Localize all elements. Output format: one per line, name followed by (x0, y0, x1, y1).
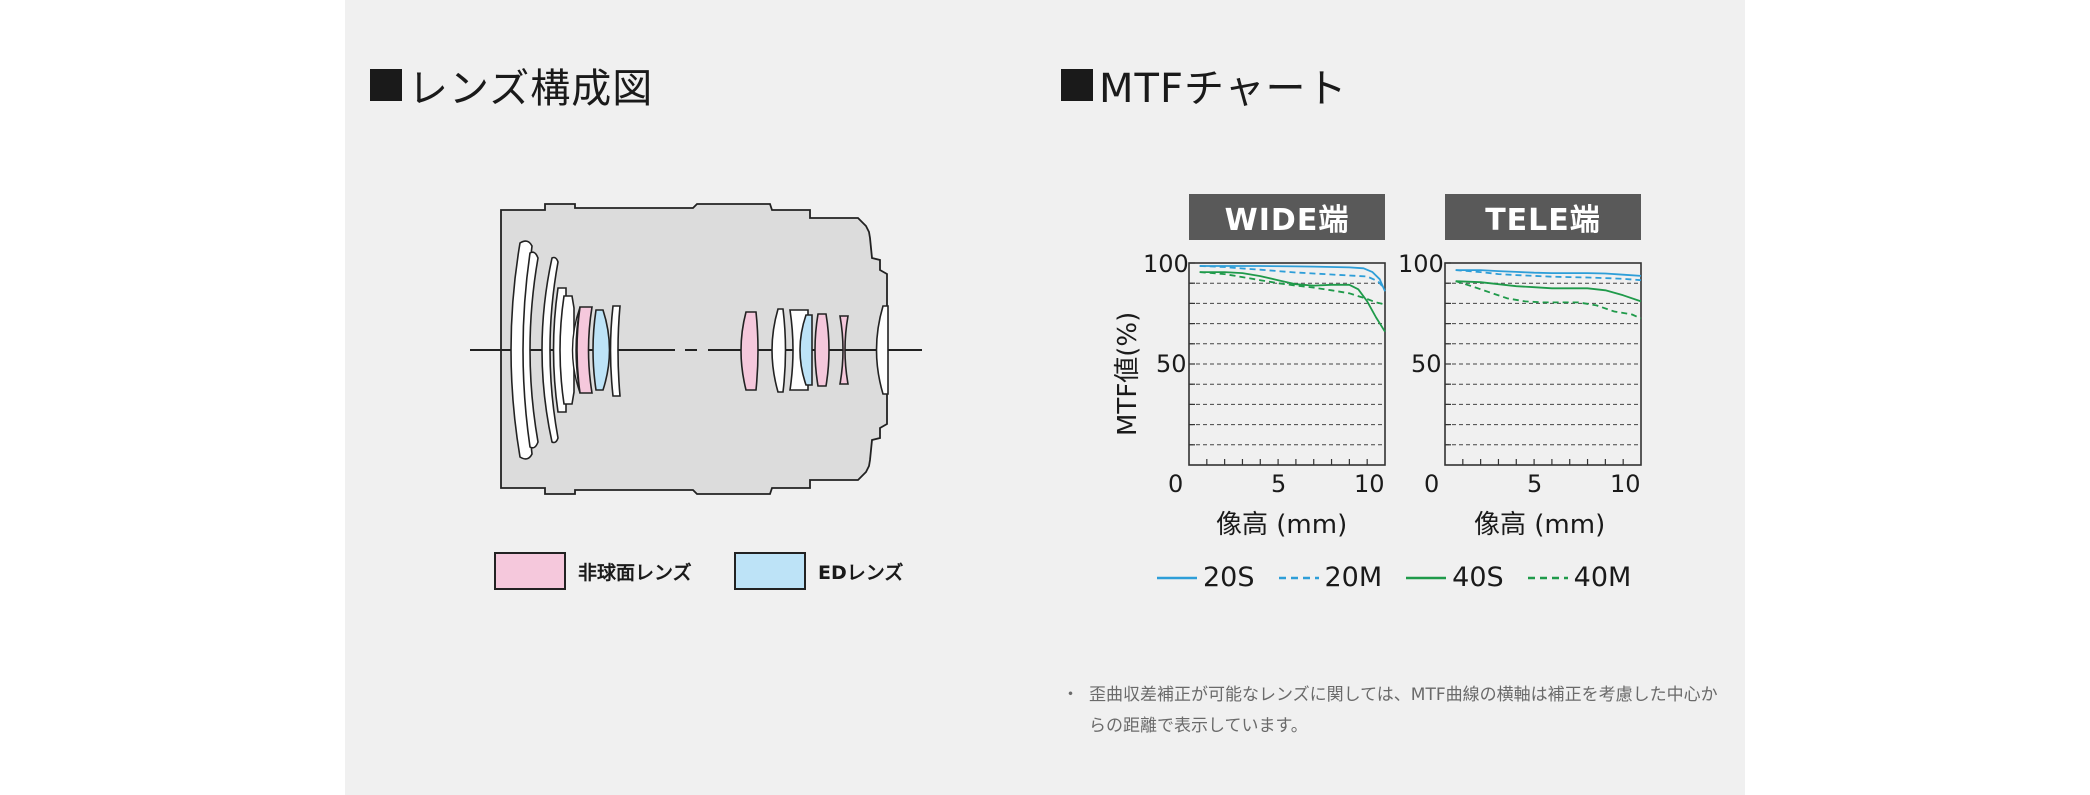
wide-ytick-100: 100 (1143, 250, 1189, 278)
aspherical-lens-element (839, 315, 849, 385)
tele-ytick-100: 100 (1398, 250, 1444, 278)
ed-lens-element (799, 314, 813, 386)
tele-chart-title: TELE端 (1445, 194, 1641, 240)
ed-legend: EDレンズ (734, 552, 903, 590)
mtf-chart-heading: MTFチャート (1061, 60, 1348, 112)
lens-element (571, 306, 581, 394)
wide-series-40m (1199, 271, 1386, 306)
lens-element (771, 308, 787, 393)
wide-series-20m (1199, 265, 1386, 290)
ed-lens-element (592, 309, 611, 391)
tele-xtick-10: 10 (1610, 470, 1641, 498)
aspherical-legend: 非球面レンズ (494, 552, 692, 590)
mtf-heading-text: MTFチャート (1099, 66, 1348, 112)
legend-20s: 20S (1155, 562, 1255, 593)
ed-swatch (734, 552, 806, 590)
wide-ytick-50: 50 (1156, 350, 1187, 378)
ed-legend-label: EDレンズ (818, 561, 904, 584)
legend-40m: 40M (1526, 562, 1632, 593)
lens-element (875, 305, 889, 395)
legend-20m: 20M (1277, 562, 1383, 593)
tele-ytick-50: 50 (1411, 350, 1442, 378)
legend-40s: 40S (1404, 562, 1504, 593)
legend-40m-label: 40M (1573, 562, 1632, 593)
wide-ylabel: MTF値(%) (1113, 311, 1143, 436)
footnote-text: 歪曲収差補正が可能なレンズに関しては、MTF曲線の横軸は補正を考慮した中心からの… (1089, 685, 1718, 736)
aspherical-lens-element (576, 306, 593, 394)
wide-series-40s (1199, 271, 1386, 333)
tele-xtick-0: 0 (1424, 470, 1440, 498)
wide-xtick-0: 0 (1168, 470, 1184, 498)
tele-xtick-5: 5 (1527, 470, 1543, 498)
footnote: ・ 歪曲収差補正が可能なレンズに関しては、MTF曲線の横軸は補正を考慮した中心か… (1062, 680, 1722, 742)
heading-square-icon (370, 69, 402, 101)
tele-series-20m (1455, 269, 1642, 282)
aspherical-legend-label: 非球面レンズ (578, 561, 692, 584)
legend-20m-label: 20M (1324, 562, 1383, 593)
lens-element (609, 305, 621, 397)
wide-chart-title: WIDE端 (1189, 194, 1385, 240)
legend-40s-label: 40S (1452, 562, 1504, 593)
tele-series-40m (1455, 280, 1642, 320)
lens-heading-text: レンズ構成図 (408, 66, 654, 112)
lens-element (541, 256, 559, 444)
tele-series-40s (1455, 280, 1642, 303)
wide-series-20s (1199, 265, 1386, 292)
mtf-legend: 20S 20M 40S 40M (1155, 562, 1653, 593)
lens-construction-heading: レンズ構成図 (370, 60, 653, 112)
lens-element (559, 295, 575, 405)
wide-xtick-10: 10 (1354, 470, 1385, 498)
aspherical-lens-element (740, 311, 759, 391)
wide-xlabel: 像高 (mm) (1216, 510, 1348, 540)
aspherical-lens-element (814, 313, 830, 387)
aspherical-swatch (494, 552, 566, 590)
lens-element (522, 251, 539, 449)
heading-square-icon (1061, 69, 1093, 101)
tele-series-20s (1455, 269, 1642, 277)
wide-xtick-5: 5 (1271, 470, 1287, 498)
footnote-bullet: ・ (1062, 685, 1079, 705)
legend-20s-label: 20S (1203, 562, 1255, 593)
tele-xlabel: 像高 (mm) (1474, 510, 1606, 540)
